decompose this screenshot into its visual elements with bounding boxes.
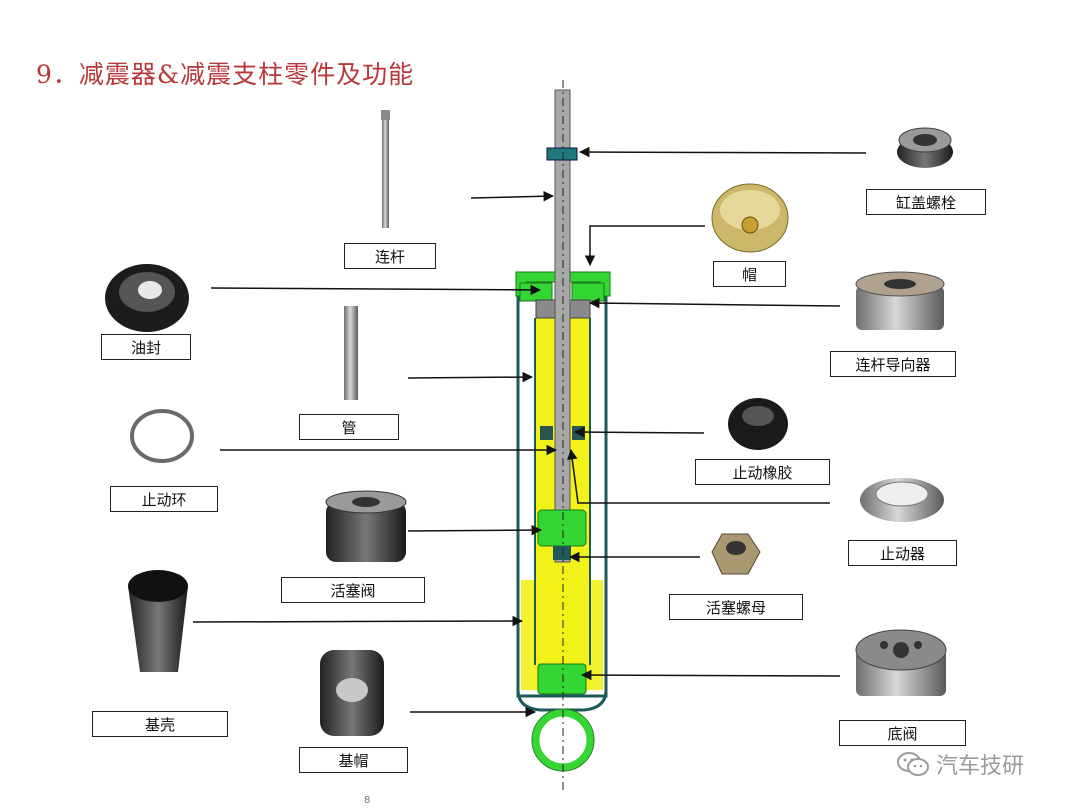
- base-valve-image: [855, 629, 947, 696]
- line-tube: [407, 371, 534, 383]
- base-cap-image: [320, 650, 384, 736]
- label-base-cap: 基帽: [299, 747, 408, 773]
- line-base-shell: [192, 615, 524, 627]
- oil-seal-left: [519, 282, 553, 302]
- stop-rubber-right: [572, 426, 585, 440]
- stopper-image: [860, 478, 944, 522]
- wechat-icon: [897, 752, 929, 776]
- line-cap: [584, 225, 705, 267]
- page-title: 9．减震器&减震支柱零件及功能: [36, 60, 415, 89]
- cap-bolt-image: [897, 127, 953, 168]
- piston-rod-image: [381, 110, 390, 228]
- base-shell-image: [128, 570, 188, 672]
- label-oil-seal: 油封: [101, 334, 191, 360]
- cap-bolt-shape: [546, 147, 578, 161]
- piston-valve-image: [325, 490, 407, 562]
- cap-image: [711, 183, 789, 253]
- rod-guide-image: [855, 271, 945, 330]
- label-piston-rod: 连杆: [344, 243, 436, 269]
- label-rod-guide: 连杆导向器: [830, 351, 956, 377]
- pointer-lines: [192, 146, 867, 718]
- label-base-shell: 基壳: [92, 711, 228, 737]
- label-tube: 管: [299, 414, 399, 440]
- shock-cutaway: [515, 80, 611, 790]
- watermark: 汽车技研: [896, 748, 1024, 780]
- base-valve-shape: [537, 663, 587, 695]
- line-base-valve: [580, 669, 841, 681]
- piston-nut-shape: [553, 546, 571, 560]
- piston-nut-image: [711, 533, 761, 575]
- label-piston-valve: 活塞阀: [281, 577, 425, 603]
- label-stop-ring: 止动环: [110, 486, 218, 512]
- label-stop-rubber: 止动橡胶: [695, 459, 830, 485]
- label-cap: 帽: [713, 261, 786, 287]
- line-stopper: [567, 448, 830, 504]
- line-piston-valve: [407, 524, 543, 536]
- piston-valve-shape: [537, 509, 587, 547]
- line-stop-rubber: [573, 426, 705, 438]
- line-oil-seal: [210, 284, 542, 296]
- label-piston-nut: 活塞螺母: [669, 594, 803, 620]
- stop-rubber-image: [728, 398, 788, 450]
- line-cap-bolt: [578, 146, 867, 158]
- oil-seal-right: [571, 282, 605, 302]
- page-number: 8: [364, 795, 371, 806]
- label-base-valve: 底阀: [839, 720, 966, 746]
- watermark-text: 汽车技研: [936, 754, 1025, 779]
- tube-image: [344, 306, 358, 400]
- label-cylinder-cap-bolt: 缸盖螺栓: [866, 189, 986, 215]
- label-stopper: 止动器: [848, 540, 957, 566]
- stop-ring-image: [130, 409, 194, 463]
- stop-rubber-left: [540, 426, 553, 440]
- line-piston-rod: [470, 190, 555, 202]
- line-rod-guide: [588, 297, 841, 309]
- oil-seal-image: [105, 264, 189, 332]
